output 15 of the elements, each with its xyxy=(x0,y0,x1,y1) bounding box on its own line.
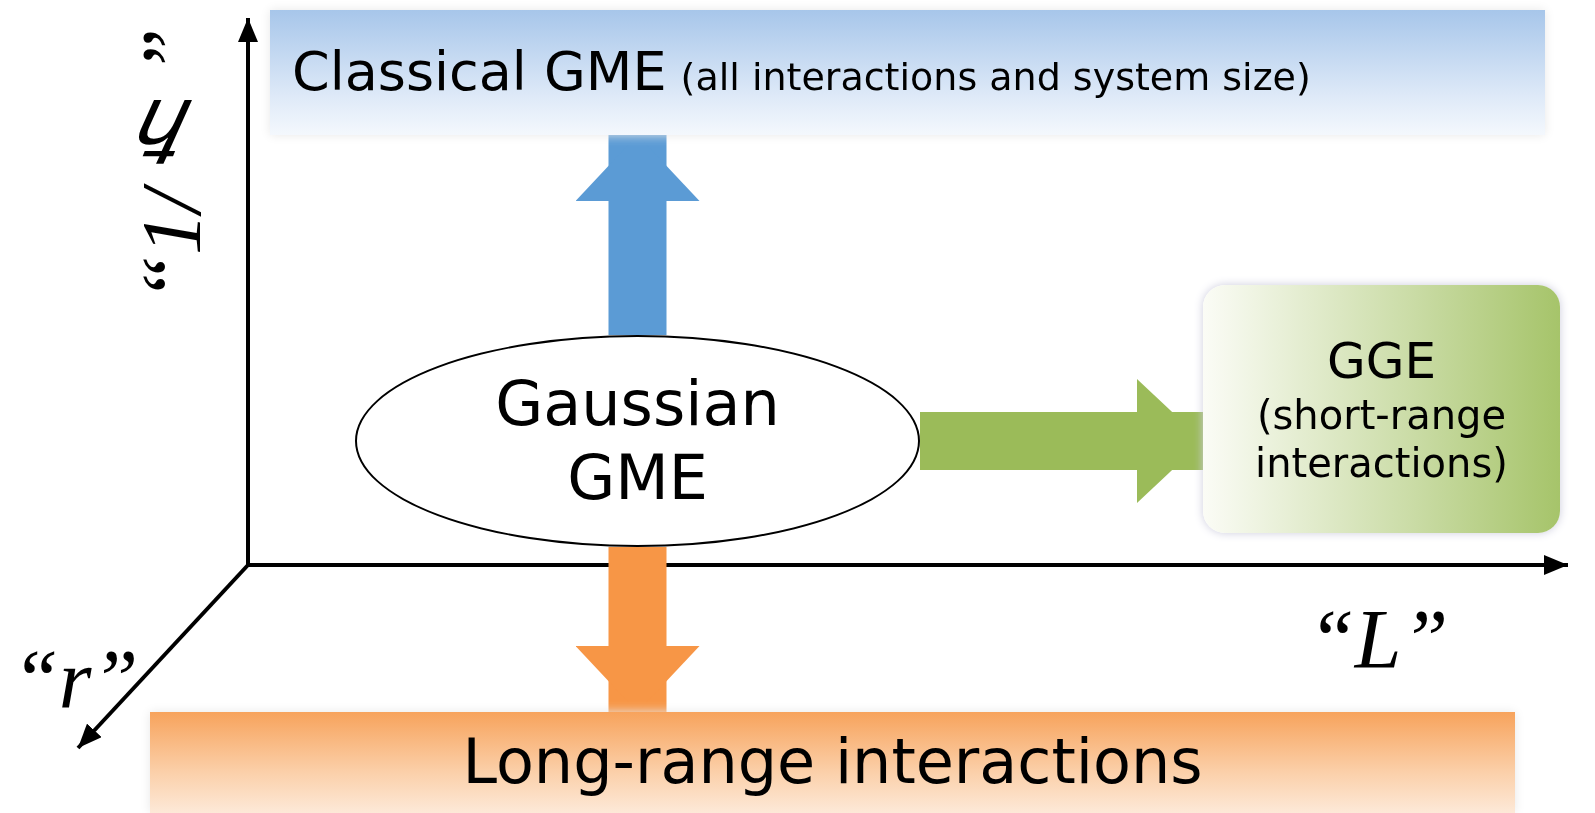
axis-label: “r” xyxy=(12,638,139,722)
heading-text: Classical GME xyxy=(292,40,667,105)
node-label: Long-range interactions xyxy=(462,725,1203,800)
axis-label: “L” xyxy=(1308,598,1449,682)
subheading-text: (all interactions and system size) xyxy=(680,55,1311,101)
bottom-band xyxy=(150,712,1515,813)
description-text: (short-range interactions) xyxy=(1254,391,1509,487)
rounded-box xyxy=(1203,285,1560,533)
heading-text: GGE xyxy=(1326,331,1437,391)
axis-label: “1/ℏ” xyxy=(130,28,214,302)
block-arrow xyxy=(920,379,1203,503)
block-arrow xyxy=(575,547,700,712)
block-arrow xyxy=(575,135,700,335)
heading-band xyxy=(270,10,1545,135)
node-label: Gaussian GME xyxy=(494,366,781,516)
